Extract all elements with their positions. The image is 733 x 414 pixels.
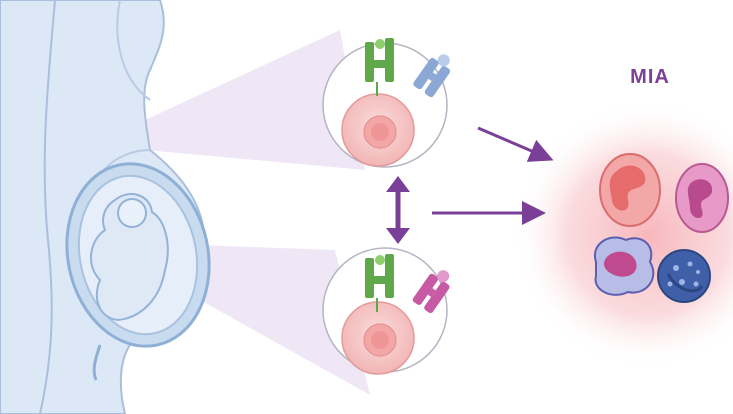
magenta-antibody-icon [412, 270, 450, 313]
zoom-cone-lower [195, 245, 370, 395]
fetal-cell-panel [322, 247, 450, 375]
eosinophil-cell [675, 163, 729, 233]
neutrophil-cell [657, 249, 711, 303]
blue-antibody-icon [413, 54, 451, 98]
double-arrow-icon [386, 176, 410, 244]
uterus-fetus-illustration [65, 162, 211, 381]
green-receptor-icon [365, 38, 394, 96]
green-receptor-icon [365, 254, 394, 312]
macrophage-cell [599, 153, 661, 227]
zoom-cone-upper [145, 30, 365, 170]
arrow-upper-to-mia [477, 126, 554, 162]
inflammation-glow [513, 100, 733, 370]
immune-cell-cluster [593, 153, 729, 303]
mia-label: MIA [630, 66, 670, 88]
monocyte-cell [593, 236, 655, 296]
maternal-cell-panel [322, 38, 451, 168]
